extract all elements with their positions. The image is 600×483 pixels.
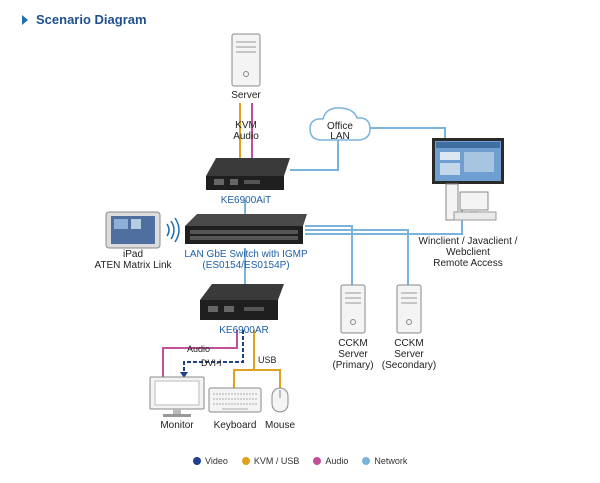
dvi-cable: [183, 330, 244, 373]
legend-item-audio: Audio: [313, 456, 348, 466]
section-header: Scenario Diagram: [22, 12, 147, 27]
ipad-label-2: ATEN Matrix Link: [94, 260, 172, 271]
mouse-icon: [271, 387, 289, 413]
legend-label-audio: Audio: [325, 456, 349, 466]
network-ait-to-lan: [290, 140, 339, 171]
cckm-secondary-label-3: (Secondary): [382, 360, 436, 371]
section-title: Scenario Diagram: [36, 12, 147, 27]
office-lan-label-2: LAN: [330, 131, 349, 142]
legend-dot-audio: [313, 457, 322, 465]
usb-cable-mouse: [254, 369, 281, 388]
switch-label-1: LAN GbE Switch with IGMP: [184, 249, 308, 260]
office-lan-label-1: Office: [327, 121, 353, 132]
switch-label-2: (ES0154/ES0154P): [202, 260, 289, 271]
cckm-primary-label-3: (Primary): [332, 360, 373, 371]
ipad-label-1: iPad: [123, 249, 143, 260]
usb-cable-keyboard: [233, 330, 255, 388]
wifi-icon: [166, 217, 180, 243]
dvi-label: DVI-I: [201, 358, 222, 368]
keyboard-icon: [208, 387, 262, 413]
keyboard-label: Keyboard: [214, 420, 257, 431]
legend-dot-network: [362, 457, 371, 465]
cckm-primary-label-2: Server: [338, 349, 368, 360]
cckm-primary-server-icon: [340, 284, 366, 334]
cckm-secondary-label-2: Server: [394, 349, 424, 360]
cckm-secondary-label-1: CCKM: [394, 338, 423, 349]
client-label-1: Winclient / Javaclient /: [419, 236, 518, 247]
audio-bottom-label: Audio: [187, 344, 210, 354]
legend: Video KVM / USB Audio Network: [193, 456, 407, 466]
audio-top-label: Audio: [233, 131, 259, 142]
cckm-secondary-server-icon: [396, 284, 422, 334]
client-label-2: Webclient: [446, 247, 490, 258]
dvi-arrow-icon: [180, 372, 188, 378]
usb-label: USB: [258, 355, 277, 365]
legend-item-kvm-usb: KVM / USB: [241, 456, 300, 466]
server-label: Server: [231, 90, 261, 101]
legend-label-video: Video: [205, 456, 228, 466]
monitor-label: Monitor: [160, 420, 194, 431]
legend-dot-kvm-usb: [241, 457, 250, 465]
legend-item-network: Network: [362, 456, 407, 466]
remote-client-workstation-icon: [432, 138, 504, 221]
monitor-icon: [149, 376, 205, 417]
legend-dot-video: [193, 457, 201, 465]
legend-item-video: Video: [193, 456, 228, 466]
lan-switch-icon: [185, 214, 307, 244]
legend-label-kvm-usb: KVM / USB: [253, 456, 300, 466]
office-lan-cloud-icon: [309, 107, 371, 141]
ipad-icon: [105, 211, 161, 249]
audio-cable-bottom: [162, 330, 238, 377]
network-switch-to-cckm-secondary: [305, 229, 409, 285]
kvm-label: KVM: [235, 120, 257, 131]
ke6900ait-device-icon: [206, 158, 290, 190]
server-tower-icon: [231, 33, 261, 87]
legend-label-network: Network: [374, 456, 408, 466]
ke6900ait-label: KE6900AiT: [221, 195, 272, 206]
cckm-primary-label-1: CCKM: [338, 338, 367, 349]
ke6900ar-label: KE6900AR: [219, 325, 268, 336]
network-switch-to-cckm-primary: [305, 225, 353, 285]
ke6900ar-device-icon: [200, 284, 284, 320]
client-label-3: Remote Access: [433, 258, 502, 269]
triangle-bullet-icon: [22, 14, 28, 25]
mouse-label: Mouse: [265, 420, 295, 431]
